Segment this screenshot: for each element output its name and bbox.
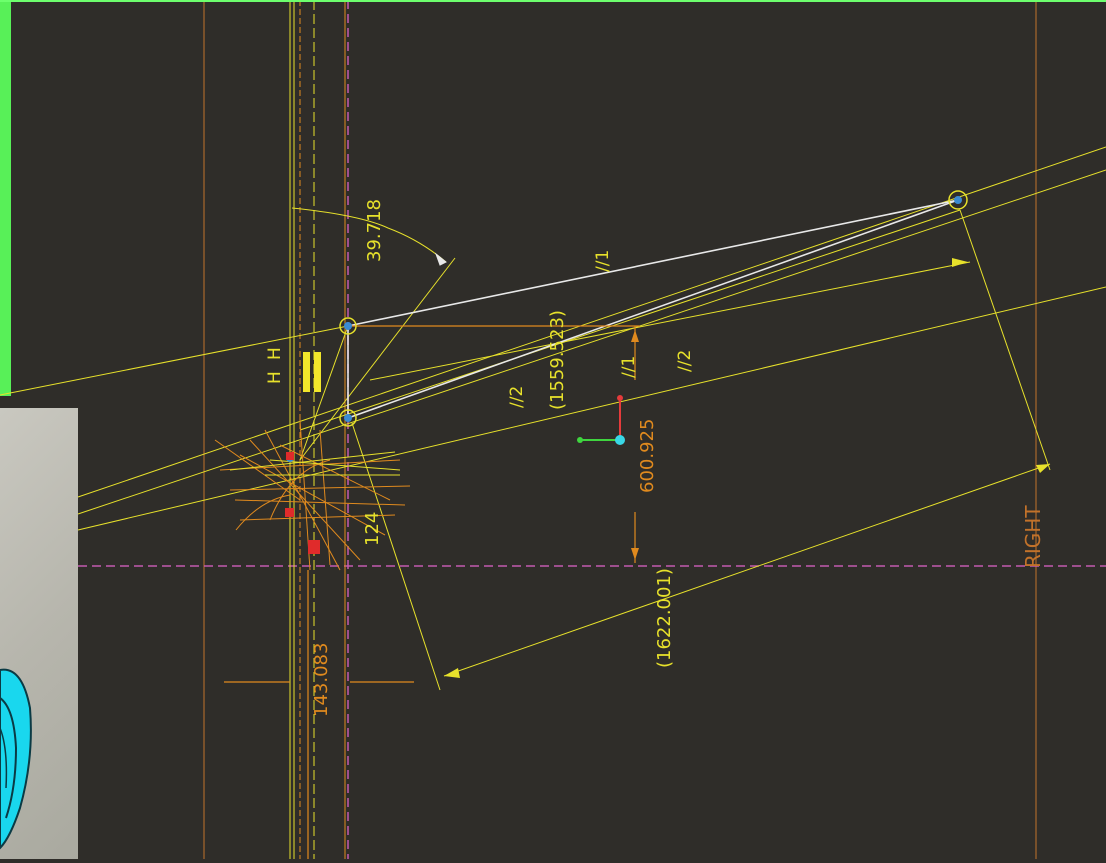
parallel-constraint-label: //2 — [507, 386, 527, 408]
diagonal-dimension-label[interactable]: (1622.001) — [654, 568, 675, 668]
horizontal-constraint-label: H — [265, 371, 285, 384]
centerlines — [78, 0, 1106, 859]
horizontal-constraint-label: H — [265, 347, 285, 360]
vertical-dimension-label[interactable]: (1559.523) — [547, 310, 568, 410]
parallel-constraint-label: //1 — [619, 356, 639, 378]
window-border-left — [0, 0, 11, 396]
point-mid — [339, 409, 357, 427]
bottom-dimension-label[interactable]: 143.083 — [311, 643, 332, 717]
constraint-bars[interactable] — [303, 352, 321, 392]
vertical-sketch-lines[interactable] — [289, 0, 346, 859]
dimension-lines[interactable] — [224, 325, 640, 859]
point-top — [339, 317, 357, 335]
selected-sketch-lines[interactable] — [347, 199, 959, 419]
sketch-points[interactable] — [286, 190, 968, 516]
parallel-constraint-label: //2 — [675, 350, 695, 372]
height-dimension-label[interactable]: 600.925 — [637, 419, 658, 493]
angle-dimension-label[interactable]: 39.718 — [364, 199, 385, 262]
sketch-lines[interactable] — [0, 146, 1106, 691]
fixed-markers — [285, 452, 320, 554]
parallel-constraint-label: //1 — [593, 250, 613, 272]
part-preview-panel[interactable] — [0, 408, 78, 859]
geometry-cluster[interactable] — [214, 419, 411, 571]
dimension-arrows — [444, 258, 1050, 678]
cyan-part-icon — [0, 668, 32, 850]
small-dimension-label[interactable]: 124 — [362, 512, 383, 546]
axis-triad — [577, 395, 625, 445]
angle-dimension[interactable] — [291, 207, 447, 266]
point-right — [948, 190, 968, 210]
right-plane-label: RIGHT — [1021, 505, 1045, 568]
